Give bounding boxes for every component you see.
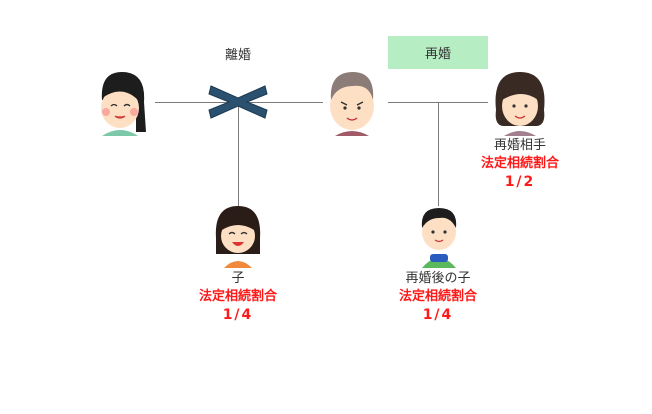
child-share-label: 法定相続割合 bbox=[198, 289, 278, 304]
new-child-line bbox=[438, 102, 439, 206]
husband-avatar bbox=[330, 72, 374, 136]
new-spouse-share: 1/2 bbox=[504, 174, 536, 190]
child-avatar bbox=[215, 206, 261, 268]
new-spouse-avatar bbox=[495, 72, 545, 136]
child-name: 子 bbox=[231, 271, 245, 286]
new-child-info: 再婚後の子 法定相続割合 1/4 bbox=[399, 270, 477, 324]
divorce-cross-icon bbox=[208, 85, 268, 119]
ex-wife-avatar bbox=[101, 72, 146, 136]
child-line bbox=[238, 102, 239, 206]
child-share: 1/4 bbox=[222, 307, 254, 323]
new-spouse-name: 再婚相手 bbox=[493, 138, 547, 153]
new-child-share: 1/4 bbox=[422, 307, 454, 323]
new-child-avatar bbox=[421, 208, 457, 268]
new-spouse-info: 再婚相手 法定相続割合 1/2 bbox=[481, 137, 559, 191]
new-child-share-label: 法定相続割合 bbox=[398, 289, 478, 304]
new-child-name: 再婚後の子 bbox=[405, 271, 471, 286]
child-info: 子 法定相続割合 1/4 bbox=[199, 270, 277, 324]
divorce-label: 離婚 bbox=[224, 48, 252, 63]
remarriage-label: 再婚 bbox=[388, 36, 488, 69]
new-spouse-share-label: 法定相続割合 bbox=[480, 156, 560, 171]
